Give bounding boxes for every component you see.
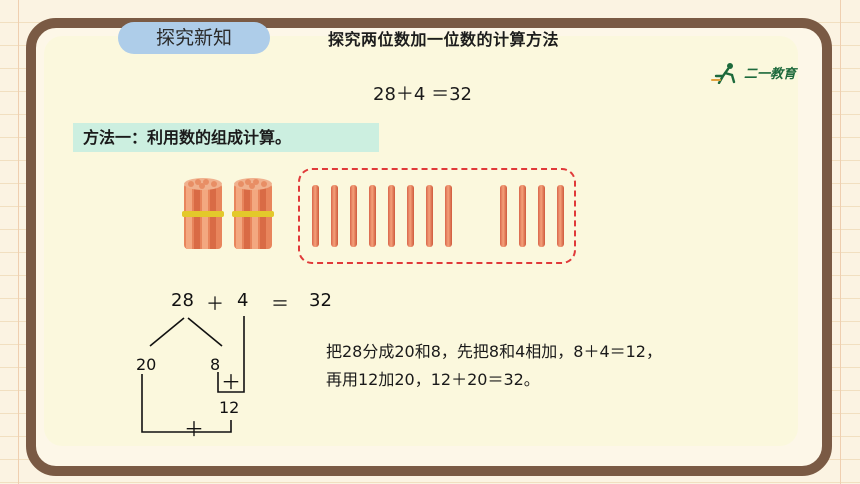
single-stick [407, 185, 414, 247]
addend-28: 28 [171, 290, 194, 311]
plus-sign: ＋ [206, 294, 224, 315]
stick-bundle-1 [182, 178, 224, 249]
page-title: 探究两位数加一位数的计算方法 [328, 30, 560, 49]
part-20: 20 [136, 355, 157, 374]
logo-text: 二一教育 [744, 67, 797, 82]
equals-sign: ＝ [271, 294, 289, 315]
plus-sign-inner: ＋ [221, 370, 241, 394]
single-stick [500, 185, 507, 247]
single-sticks-box [298, 168, 576, 264]
method-label: 方法一：利用数的组成计算。 [73, 123, 379, 152]
single-stick [519, 185, 526, 247]
single-stick [557, 185, 564, 247]
board-surface [44, 36, 798, 446]
single-stick [538, 185, 545, 247]
addend-4: 4 [237, 290, 249, 311]
single-stick [312, 185, 319, 247]
single-stick [350, 185, 357, 247]
explanation-line-1: 把28分成20和8，先把8和4相加，8＋4＝12， [326, 342, 662, 361]
single-stick [369, 185, 376, 247]
single-stick [331, 185, 338, 247]
explanation-text: 把28分成20和8，先把8和4相加，8＋4＝12， 再用12加20，12＋20＝… [326, 338, 766, 394]
single-stick [426, 185, 433, 247]
runner-logo-icon [711, 63, 736, 85]
explanation-line-2: 再用12加20，12＋20＝32。 [326, 370, 540, 389]
margin-line [18, 0, 19, 484]
stick-bundle-2 [232, 178, 274, 249]
margin-line [840, 0, 841, 484]
topic-label: 探究新知 [118, 22, 270, 54]
plus-sign-outer: ＋ [184, 417, 204, 441]
result-32: 32 [309, 290, 332, 311]
equation-top: 28＋4 ＝32 [373, 84, 472, 105]
part-8: 8 [210, 355, 221, 374]
single-stick [388, 185, 395, 247]
single-stick [445, 185, 452, 247]
logo: 二一教育 [710, 62, 800, 85]
sum-12: 12 [219, 398, 240, 417]
